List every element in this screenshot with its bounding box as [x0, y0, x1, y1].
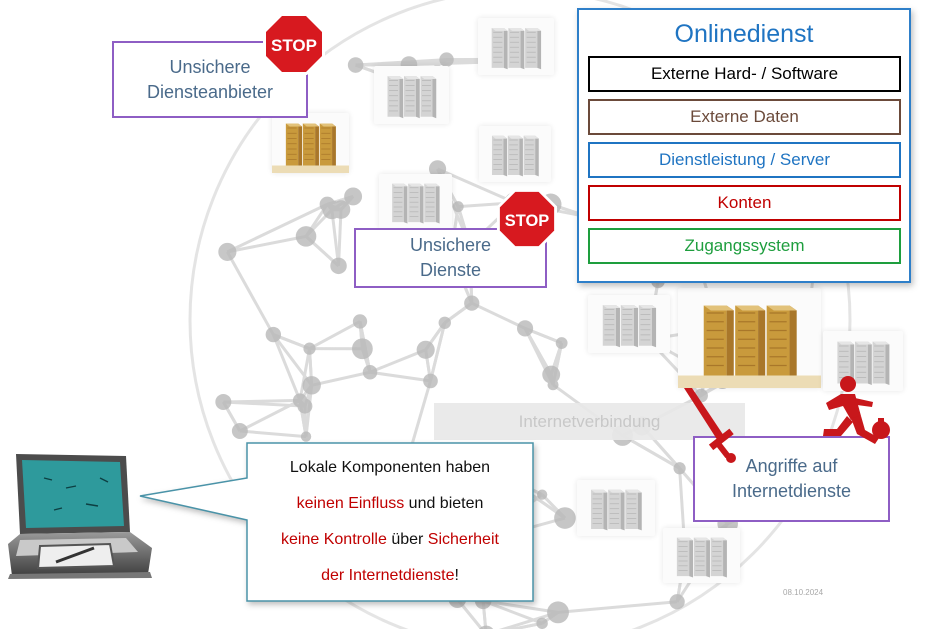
internet-connection-bar: Internetverbindung — [434, 403, 745, 440]
server-rack-icon — [678, 288, 821, 388]
server-rack-icon — [374, 66, 449, 124]
server-rack-icon — [588, 295, 670, 353]
server-rack-icon — [479, 126, 551, 182]
no-influence-text: keinen Einfluss — [296, 495, 405, 512]
stop-sign-text: STOP — [505, 212, 550, 230]
online-service-title: Onlinedienst — [674, 20, 814, 48]
layer-external-hardware-software: Externe Hard- / Software — [588, 56, 901, 92]
no-control-text: keine Kontrolle — [281, 531, 387, 548]
callout-line2-rest: und bieten — [404, 495, 484, 512]
security-text: Sicherheit — [427, 531, 499, 548]
unsafe-providers-line2: Diensteanbieter — [146, 81, 274, 102]
layer-external-data: Externe Daten — [588, 99, 901, 135]
slide-date: 08.10.2024 — [783, 588, 824, 597]
server-rack-icon — [577, 480, 655, 536]
unsafe-providers-line1: Unsichere — [169, 56, 251, 77]
callout-line3-mid: über — [386, 531, 428, 548]
thief-icon — [823, 376, 890, 444]
callout-line3: keine Kontrolle über Sicherheit — [247, 522, 533, 558]
stop-sign-icon: STOP — [263, 13, 325, 75]
unsafe-services-line2: Dienste — [419, 260, 482, 280]
callout-line2: keinen Einfluss und bieten — [247, 486, 533, 522]
callout-line1: Lokale Komponenten haben — [289, 459, 491, 476]
server-rack-icon — [823, 331, 903, 391]
server-rack-icon — [379, 174, 452, 229]
server-rack-icon — [663, 528, 740, 583]
stop-sign-text: STOP — [271, 36, 317, 55]
layer-accounts: Konten — [588, 185, 901, 221]
callout-text: Lokale Komponenten haben keinen Einfluss… — [247, 443, 533, 601]
attacks-line2: Internetdienste — [731, 481, 852, 501]
laptop-icon — [8, 454, 152, 579]
callout-line4-end: ! — [454, 567, 459, 584]
internet-services-text: der Internetdienste — [321, 567, 455, 584]
server-rack-icon — [478, 18, 554, 75]
attacks-line1: Angriffe auf — [745, 456, 838, 476]
stop-sign-icon: STOP — [496, 188, 558, 250]
online-service-panel: Onlinedienst Externe Hard- / Software Ex… — [577, 8, 911, 283]
sword-icon — [684, 388, 736, 463]
layer-access-system: Zugangssystem — [588, 228, 901, 264]
server-rack-icon — [272, 113, 349, 173]
layer-service-server: Dienstleistung / Server — [588, 142, 901, 178]
unsafe-services-line1: Unsichere — [409, 235, 492, 255]
callout-line4: der Internetdienste! — [247, 558, 533, 594]
